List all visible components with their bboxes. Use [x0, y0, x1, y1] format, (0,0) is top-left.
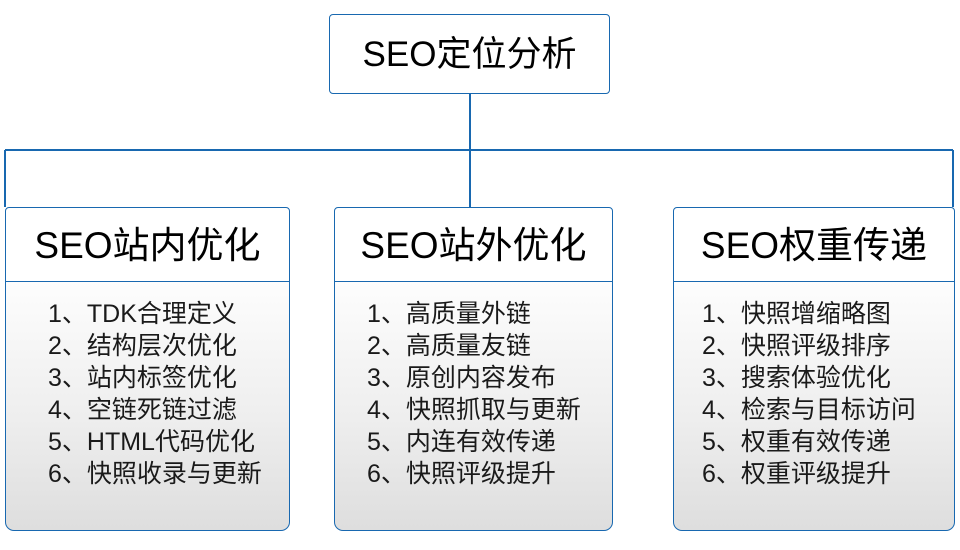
branch-item-list-2: 1、高质量外链 2、高质量友链 3、原创内容发布 4、快照抓取与更新 5、内连有…: [335, 298, 581, 490]
branch-body-2: 1、高质量外链 2、高质量友链 3、原创内容发布 4、快照抓取与更新 5、内连有…: [334, 281, 613, 532]
list-item: 1、快照增缩略图: [702, 300, 891, 329]
branch-item-list-3: 1、快照增缩略图 2、快照评级排序 3、搜索体验优化 4、检索与目标访问 5、权…: [674, 298, 916, 490]
branch-header-3[interactable]: SEO权重传递: [673, 207, 955, 283]
list-item: 1、TDK合理定义: [48, 300, 237, 329]
list-item: 6、快照评级提升: [367, 460, 556, 489]
list-item: 2、快照评级排序: [702, 332, 891, 361]
list-item: 4、快照抓取与更新: [367, 396, 581, 425]
branch-column-2: SEO站外优化 1、高质量外链 2、高质量友链 3、原创内容发布 4、快照抓取与…: [334, 207, 613, 532]
list-item: 5、权重有效传递: [702, 428, 891, 457]
list-item: 6、权重评级提升: [702, 460, 891, 489]
root-node[interactable]: SEO定位分析: [329, 14, 610, 94]
branch-item-list-1: 1、TDK合理定义 2、结构层次优化 3、站内标签优化 4、空链死链过滤 5、H…: [6, 298, 262, 490]
root-node-title: SEO定位分析: [362, 34, 577, 74]
branch-header-title-1: SEO站内优化: [34, 224, 261, 266]
list-item: 5、HTML代码优化: [48, 428, 255, 457]
branch-column-1: SEO站内优化 1、TDK合理定义 2、结构层次优化 3、站内标签优化 4、空链…: [5, 207, 290, 532]
list-item: 4、检索与目标访问: [702, 396, 916, 425]
branch-header-2[interactable]: SEO站外优化: [334, 207, 613, 283]
branch-header-title-2: SEO站外优化: [360, 224, 587, 266]
branch-column-3: SEO权重传递 1、快照增缩略图 2、快照评级排序 3、搜索体验优化 4、检索与…: [673, 207, 955, 532]
list-item: 3、原创内容发布: [367, 364, 556, 393]
list-item: 2、结构层次优化: [48, 332, 237, 361]
branch-header-title-3: SEO权重传递: [700, 224, 928, 266]
list-item: 3、站内标签优化: [48, 364, 237, 393]
branch-body-3: 1、快照增缩略图 2、快照评级排序 3、搜索体验优化 4、检索与目标访问 5、权…: [673, 281, 955, 532]
list-item: 2、高质量友链: [367, 332, 531, 361]
list-item: 1、高质量外链: [367, 300, 531, 329]
list-item: 3、搜索体验优化: [702, 364, 891, 393]
list-item: 6、快照收录与更新: [48, 460, 262, 489]
list-item: 5、内连有效传递: [367, 428, 556, 457]
branch-body-1: 1、TDK合理定义 2、结构层次优化 3、站内标签优化 4、空链死链过滤 5、H…: [5, 281, 290, 532]
list-item: 4、空链死链过滤: [48, 396, 237, 425]
branch-header-1[interactable]: SEO站内优化: [5, 207, 290, 283]
